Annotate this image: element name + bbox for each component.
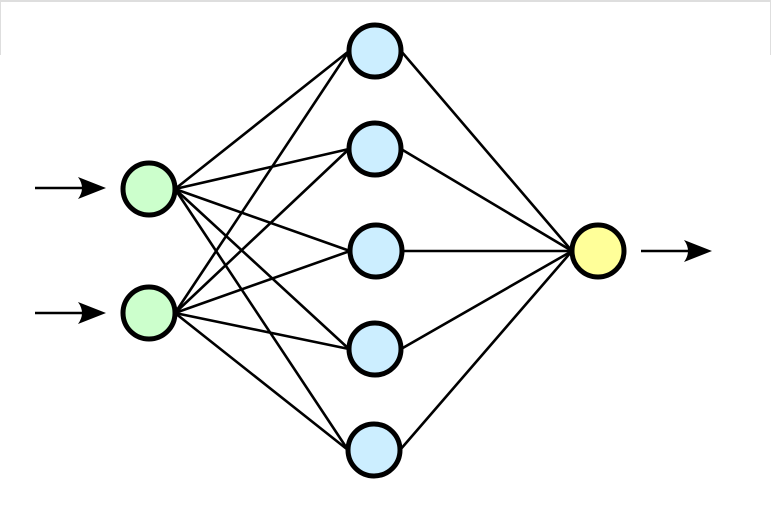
edge-input-to-hidden xyxy=(173,311,350,452)
hidden-node-3 xyxy=(347,222,405,280)
window-border-top xyxy=(0,0,771,2)
edge-input-to-hidden xyxy=(173,147,351,191)
input-arrow-2-head-icon xyxy=(78,302,106,324)
edge-input-to-hidden xyxy=(173,49,351,315)
hidden-node-5 xyxy=(345,421,403,479)
edge-input-to-hidden xyxy=(173,147,351,315)
edge-input-to-hidden xyxy=(173,49,351,191)
edge-hidden-to-output xyxy=(398,249,574,452)
hidden-node-2 xyxy=(346,120,404,178)
edge-hidden-to-output xyxy=(399,49,574,253)
output-arrow-head-icon xyxy=(684,240,712,262)
input-arrow-1-head-icon xyxy=(78,177,106,199)
input-node-2 xyxy=(120,284,178,342)
window-border-left-stub xyxy=(0,0,1,55)
edge-hidden-to-output xyxy=(399,249,574,351)
input-node-1 xyxy=(120,160,178,218)
output-node-1 xyxy=(569,222,627,280)
edge-hidden-to-output xyxy=(399,147,574,253)
hidden-node-4 xyxy=(346,320,404,378)
edge-input-to-hidden xyxy=(173,311,351,351)
edge-input-to-hidden xyxy=(173,187,350,452)
edge-input-to-hidden xyxy=(173,249,352,315)
edge-input-to-hidden xyxy=(173,187,352,253)
edge-input-to-hidden xyxy=(173,187,351,351)
hidden-node-1 xyxy=(346,22,404,80)
